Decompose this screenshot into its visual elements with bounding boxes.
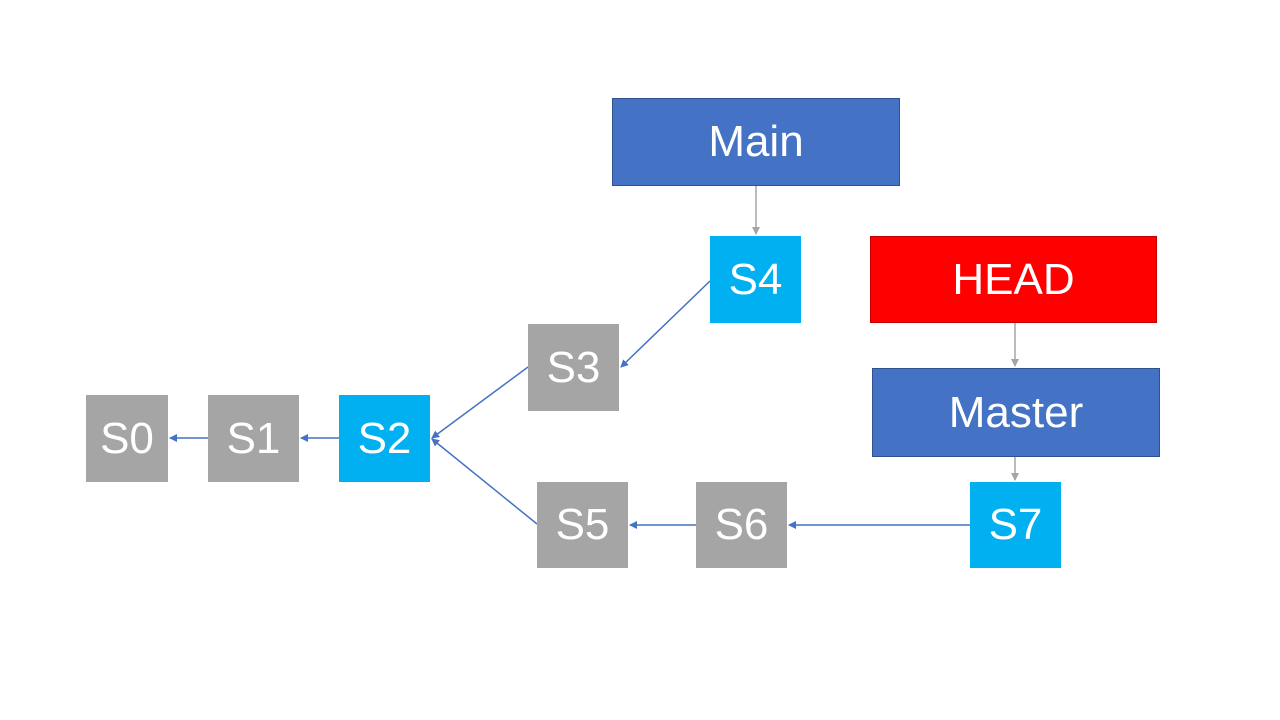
commit-s3: S3 bbox=[528, 324, 619, 411]
commit-s4: S4 bbox=[710, 236, 801, 323]
edge-s5-to-s2 bbox=[431, 438, 538, 525]
commit-s6: S6 bbox=[696, 482, 787, 568]
branch-main-box: Main bbox=[612, 98, 900, 186]
commit-s5: S5 bbox=[537, 482, 628, 568]
commit-s0: S0 bbox=[86, 395, 168, 482]
commit-s2: S2 bbox=[339, 395, 430, 482]
edge-s3-to-s2 bbox=[431, 366, 529, 439]
branch-master-box: Master bbox=[872, 368, 1160, 457]
edge-s4-to-s3 bbox=[620, 280, 711, 368]
commit-s1: S1 bbox=[208, 395, 299, 482]
commit-s7: S7 bbox=[970, 482, 1061, 568]
head-pointer-box: HEAD bbox=[870, 236, 1157, 323]
